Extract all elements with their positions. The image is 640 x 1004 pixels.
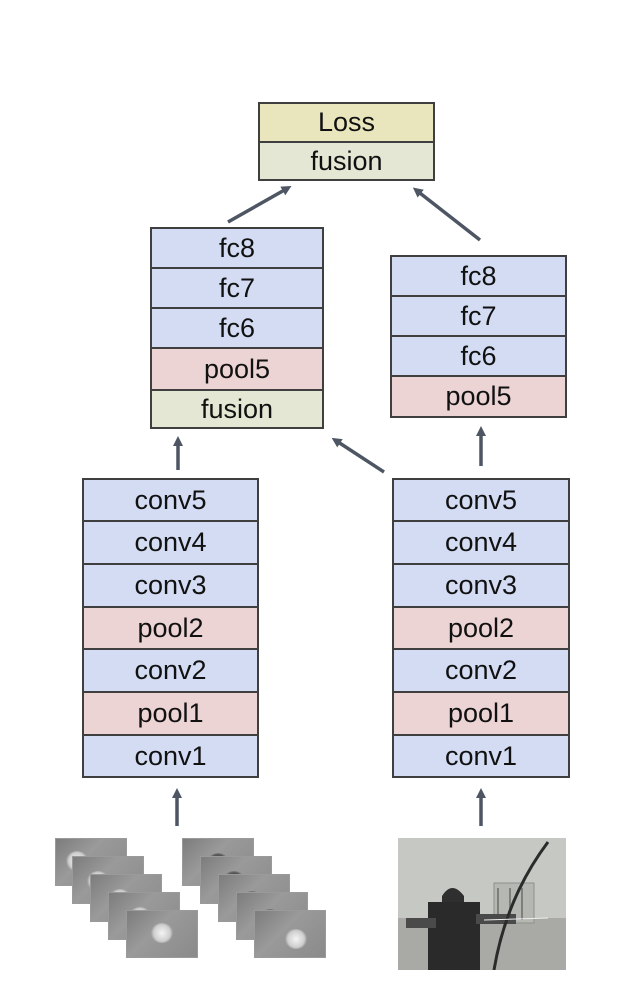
right-fc8-layer: fc8 bbox=[390, 255, 567, 297]
right-pool2-layer: pool2 bbox=[392, 606, 570, 650]
left-conv2-layer: conv2 bbox=[82, 648, 259, 693]
top-fusion-layer: fusion bbox=[258, 141, 435, 181]
right-pool1-layer: pool1 bbox=[392, 691, 570, 736]
arrow-right-fc-to-fusion bbox=[412, 187, 482, 242]
left-pool5-layer: pool5 bbox=[150, 347, 324, 391]
right-fc6-layer: fc6 bbox=[390, 335, 567, 377]
right-conv3-layer: conv3 bbox=[392, 563, 570, 608]
right-conv5-layer: conv5 bbox=[392, 478, 570, 522]
right-pool5-layer: pool5 bbox=[390, 375, 567, 418]
rgb-frame-image bbox=[398, 838, 566, 970]
left-fc8-layer: fc8 bbox=[150, 227, 324, 269]
left-fc6-layer: fc6 bbox=[150, 307, 324, 349]
loss-layer: Loss bbox=[258, 102, 435, 143]
left-pool1-layer: pool1 bbox=[82, 691, 259, 736]
arrow-right-conv-to-left-fusion bbox=[331, 437, 385, 474]
left-conv5-layer: conv5 bbox=[82, 478, 259, 522]
right-conv1-layer: conv1 bbox=[392, 734, 570, 778]
arrow-left-fc-to-fusion bbox=[227, 186, 292, 224]
left-conv1-layer: conv1 bbox=[82, 734, 259, 778]
left-fc7-layer: fc7 bbox=[150, 267, 324, 309]
right-fc7-layer: fc7 bbox=[390, 295, 567, 337]
left-fusion-layer: fusion bbox=[150, 389, 324, 429]
